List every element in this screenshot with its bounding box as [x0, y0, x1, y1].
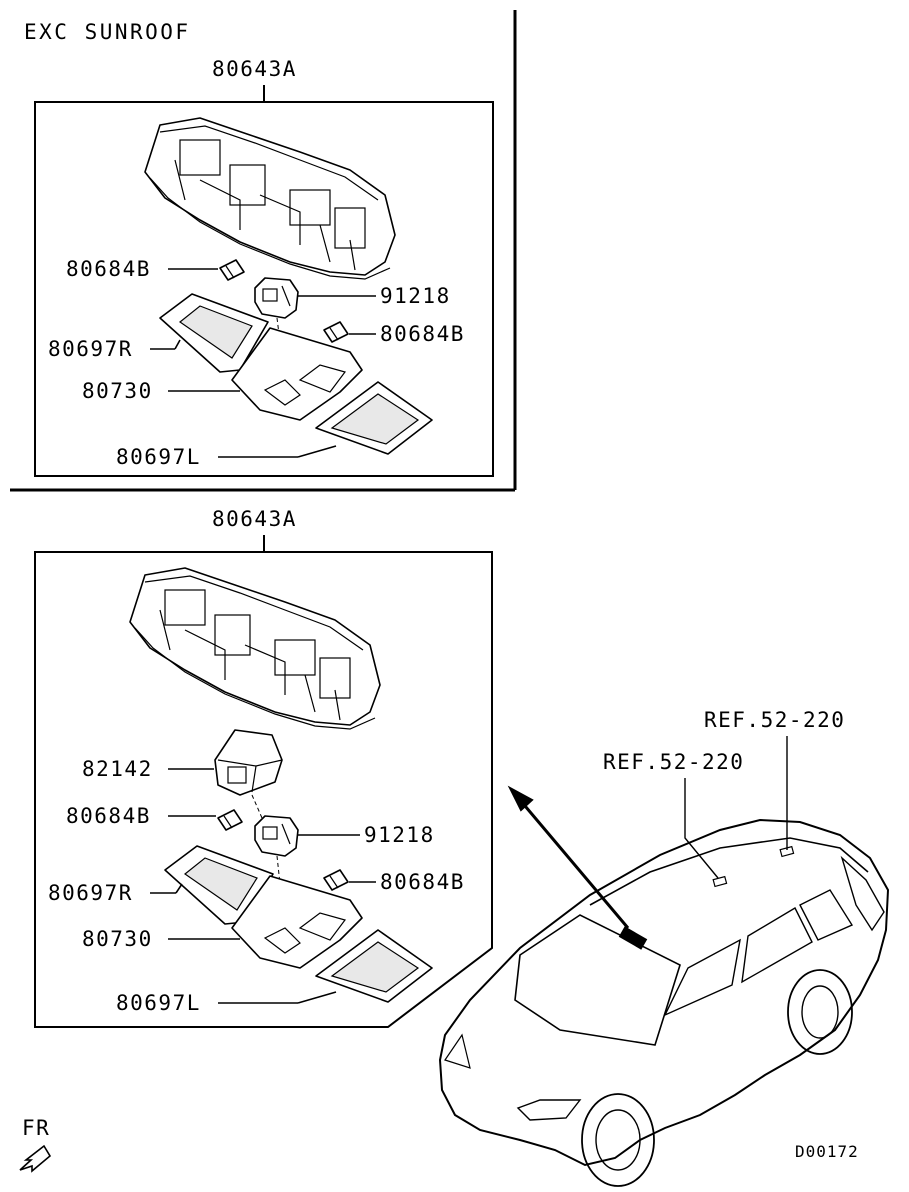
vehicle-outline: [438, 818, 890, 1187]
upper-label-lens-l: 80697L: [116, 445, 201, 469]
variant-label: EXC SUNROOF: [24, 20, 191, 44]
lower-label-lens-l: 80697L: [116, 991, 201, 1015]
lower-label-housing: 80730: [82, 927, 153, 951]
upper-overhead-console: [144, 117, 396, 280]
upper-bulb-right: [323, 321, 349, 343]
lower-bulb-right: [323, 869, 349, 891]
drawing-id: D00172: [795, 1142, 859, 1161]
lower-lens-left: [315, 929, 433, 1003]
upper-label-bulb-left: 80684B: [66, 257, 151, 281]
lower-lens-right: [164, 845, 274, 925]
lower-label-switch: 91218: [364, 823, 435, 847]
upper-label-switch: 91218: [380, 284, 451, 308]
lower-label-lens-r: 80697R: [48, 881, 133, 905]
lower-label-bulb-right: 80684B: [380, 870, 465, 894]
upper-lens-right: [159, 293, 269, 373]
lower-overhead-console: [129, 567, 381, 730]
upper-label-bulb-right: 80684B: [380, 322, 465, 346]
location-arrow: [507, 785, 630, 929]
lower-module: [214, 729, 283, 796]
upper-lamp-housing: [231, 327, 363, 421]
front-arrow-icon: [19, 1144, 52, 1173]
lower-bulb-left: [217, 809, 243, 831]
lower-assembly-label: 80643A: [212, 507, 297, 531]
orientation-label: FR: [22, 1116, 50, 1140]
lower-label-module: 82142: [82, 757, 153, 781]
lower-lamp-housing: [231, 875, 363, 969]
reference-leader-a: [684, 778, 719, 879]
upper-label-housing: 80730: [82, 379, 153, 403]
upper-label-lens-r: 80697R: [48, 337, 133, 361]
upper-lens-left: [315, 381, 433, 455]
lower-switch: [254, 815, 299, 857]
lower-label-bulb-left: 80684B: [66, 804, 151, 828]
upper-assembly-label: 80643A: [212, 57, 297, 81]
lower-section-frame: [34, 551, 493, 1028]
reference-label-a: REF.52-220: [603, 750, 744, 774]
upper-bulb-left: [219, 259, 245, 281]
upper-switch: [254, 277, 299, 319]
upper-section-frame: [10, 10, 517, 492]
reference-label-b: REF.52-220: [704, 708, 845, 732]
